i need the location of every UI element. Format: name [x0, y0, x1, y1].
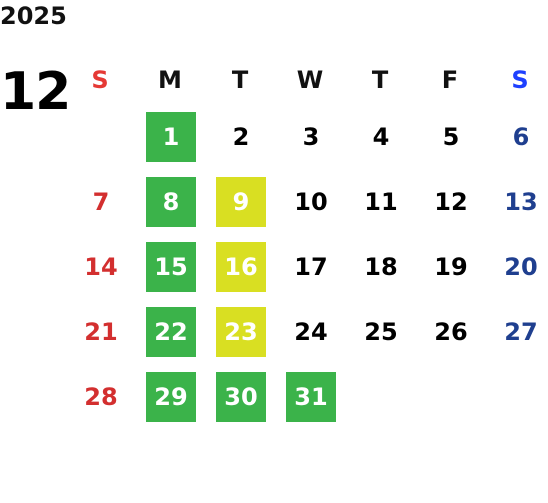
day-cell: 18	[345, 235, 415, 300]
day-cell: 16	[205, 235, 275, 300]
weekday-header: F	[441, 66, 459, 94]
day-cell: 28	[65, 365, 135, 430]
day-cell: 17	[275, 235, 345, 300]
date-number: 17	[294, 253, 328, 281]
day-cell: 3	[275, 105, 345, 170]
weekday-header: S	[91, 66, 109, 94]
year-label: 2025	[0, 2, 67, 30]
weekday-header: T	[231, 66, 249, 94]
day-cell: 24	[275, 300, 345, 365]
day-cell: 2	[205, 105, 275, 170]
weekday-header: S	[511, 66, 529, 94]
date-number: 2	[232, 123, 250, 151]
day-cell: 13	[485, 170, 548, 235]
day-cell: 23	[205, 300, 275, 365]
highlighted-date: 9	[216, 177, 266, 227]
day-cell: 4	[345, 105, 415, 170]
day-cell: 20	[485, 235, 548, 300]
highlighted-date: 16	[216, 242, 266, 292]
date-number: 5	[442, 123, 460, 151]
day-cell: 14	[65, 235, 135, 300]
date-number: 11	[364, 188, 398, 216]
day-cell: 10	[275, 170, 345, 235]
weekday-header: T	[371, 66, 389, 94]
day-cell: 9	[205, 170, 275, 235]
month-label: 12	[0, 62, 71, 122]
date-number: 13	[504, 188, 538, 216]
day-cell: 6	[485, 105, 548, 170]
date-number: 26	[434, 318, 468, 346]
highlighted-date: 15	[146, 242, 196, 292]
day-cell: 21	[65, 300, 135, 365]
highlighted-date: 30	[216, 372, 266, 422]
day-cell: 22	[135, 300, 205, 365]
day-cell: 30	[205, 365, 275, 430]
day-cell: 15	[135, 235, 205, 300]
date-number: 28	[84, 383, 118, 411]
date-number: 20	[504, 253, 538, 281]
highlighted-date: 8	[146, 177, 196, 227]
day-cell: 25	[345, 300, 415, 365]
highlighted-date: 31	[286, 372, 336, 422]
day-cell: 1	[135, 105, 205, 170]
date-number: 7	[92, 188, 110, 216]
date-number: 12	[434, 188, 468, 216]
day-cell: 27	[485, 300, 548, 365]
day-cell: 12	[415, 170, 485, 235]
day-cell: 19	[415, 235, 485, 300]
date-number: 6	[512, 123, 530, 151]
date-number: 24	[294, 318, 328, 346]
date-number: 14	[84, 253, 118, 281]
day-cell: 11	[345, 170, 415, 235]
highlighted-date: 29	[146, 372, 196, 422]
date-number: 21	[84, 318, 118, 346]
weekday-header: M	[158, 66, 182, 94]
date-number: 4	[372, 123, 390, 151]
day-cell: 5	[415, 105, 485, 170]
day-cell: 29	[135, 365, 205, 430]
date-number: 19	[434, 253, 468, 281]
day-cell: 7	[65, 170, 135, 235]
day-cell: 8	[135, 170, 205, 235]
highlighted-date: 22	[146, 307, 196, 357]
weekday-header: W	[296, 66, 324, 94]
day-cell: 26	[415, 300, 485, 365]
date-number: 25	[364, 318, 398, 346]
date-number: 27	[504, 318, 538, 346]
date-number: 3	[302, 123, 320, 151]
highlighted-date: 23	[216, 307, 266, 357]
date-number: 10	[294, 188, 328, 216]
day-cell: 31	[275, 365, 345, 430]
highlighted-date: 1	[146, 112, 196, 162]
date-number: 18	[364, 253, 398, 281]
